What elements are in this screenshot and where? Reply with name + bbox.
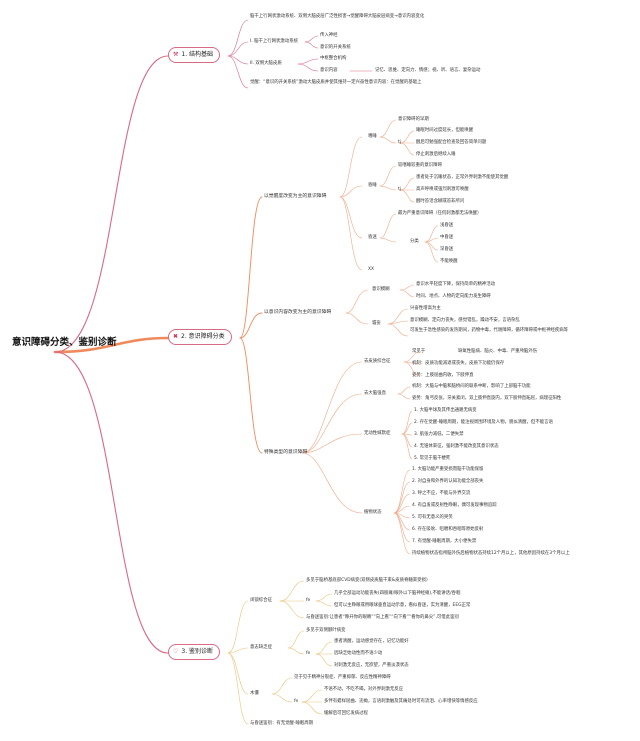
del-i1: 兴奋性增高为主	[410, 306, 441, 311]
cat-i2: 不语不动，不吃不喝，对外界刺激无反应	[324, 687, 404, 692]
trunk-to-s3	[54, 351, 169, 654]
decere-i2: 姿势：角弓反张，牙关紧闭，双上肢伸直旋内，双下肢伸直跖屈，病理征阳性	[412, 396, 562, 401]
veg-label: 植物状态	[364, 510, 382, 515]
root-title: 意识障碍分类、鉴别诊断	[12, 337, 117, 348]
s1-a-c2: 意识的开关系统	[320, 45, 351, 50]
dem-label: 意志缺乏症	[250, 645, 272, 650]
s1-b-c2: 意识内容	[320, 68, 338, 73]
drowsy-i2: 醒后可勉强配合检查及回答简单问题	[416, 140, 487, 145]
s1-a-c1: 传入神经	[320, 33, 338, 38]
stupor-i3: 醒时答话含糊或答非所问	[416, 199, 465, 204]
s2-g2-label: 以意识内容改变为主的意识障碍	[264, 310, 332, 315]
stupor-i2: 高声呼唤或强烈刺激可唤醒	[416, 187, 469, 192]
s1-note: 觉醒：“意识的开关系统”激动大脑皮质并使其维持一定兴奋性意识内容：在觉醒的基础上	[250, 80, 422, 85]
veg-i6: 6. 存在吸吮、咀嚼和吞咽等原始反射	[412, 527, 484, 532]
coma-desc: 最为严重意识障碍（任何刺激都无法唤醒）	[398, 211, 482, 216]
decort-i3: 姿势：上肢屈曲内收，下肢伸直	[412, 373, 474, 378]
coma-i4: 不能唤醒	[440, 259, 458, 264]
veg-i5: 5. 可有无意义的哭笑	[412, 515, 453, 520]
stupor-label: 昏睡	[368, 183, 377, 188]
dem-i2: 患者清醒，运动感觉存在，记忆功能好	[334, 639, 409, 644]
s1-b-label: II. 双侧大脑皮质	[250, 61, 282, 66]
decort-i2: 机制：皮质功能减退或丧失，皮质下功能仍保存	[412, 361, 505, 366]
decort-i1b: 缺氧性脑病、脑炎、中毒、严重颅脑外伤	[458, 349, 538, 354]
dem-mark: fe	[306, 651, 311, 656]
coma-i3: 深昏迷	[440, 247, 454, 252]
cat-i4: 缓解后可回忆发病过程	[324, 711, 368, 716]
decere-label: 去大脑强直	[364, 391, 386, 396]
coma-i1: 浅昏迷	[440, 223, 454, 228]
coma-cls: 分类	[410, 239, 419, 244]
section-classification[interactable]: ✖2. 意识障碍分类	[168, 329, 232, 345]
section-label: 2. 意识障碍分类	[181, 333, 225, 340]
cat-i5: 与昏迷鉴别：有无觉醒-睡眠周期	[250, 721, 314, 726]
veg-i1: 1. 大脑功能严重受损而脑干功能保留	[412, 467, 484, 472]
section-label: 1. 结构基础	[181, 51, 214, 58]
lock-i4: 与昏迷鉴别:让患者“睁开你的眼睛”“向上看”“向下看”“看你的鼻尖”,可借此鉴别	[306, 615, 459, 620]
cat-mark: fe	[294, 699, 299, 704]
stupor-mark: tj	[398, 187, 401, 192]
cat-i3: 多伴有蜡样屈曲、违拗，言语刺激触及其痛处时可有流泪、心率增快等情感反应	[324, 699, 478, 704]
drowsy-i3: 停止刺激后继续入睡	[416, 152, 456, 157]
akin-i4: 4. 无锥体束征，强刺激不能改变其意识状态	[414, 444, 499, 449]
decere-i1: 机制：大脑与中脑和脑桥间的联系中断，影响了上部脑干功能	[412, 384, 531, 389]
s1-b-c1: 中枢整合机构	[320, 56, 347, 61]
akin-i5: 5. 常见于脑干梗死	[414, 456, 451, 461]
drowsy-mark: tj	[398, 140, 401, 145]
decort-i1a: 常见于	[412, 349, 426, 354]
lock-mark: fe	[306, 598, 311, 603]
drowsy-i1: 睡眠时间过度延长，但能唤醒	[416, 128, 474, 133]
del-i3: 可发生于急性感染的发热期间，药物中毒，代谢障碍，循环障碍或中枢神经疾病等	[410, 328, 569, 333]
lock-i1: 多见于脑桥基底部CVD病变(双侧皮质脑干束&皮质脊髓束受损)	[306, 578, 428, 583]
s2-g3-label: 特殊类型的意识障碍	[264, 450, 308, 455]
s1-a-label: I. 脑干上行网状激动系统	[250, 39, 298, 44]
section-label: 3. 鉴别诊断	[181, 648, 214, 655]
trunk-to-s1	[54, 55, 169, 353]
del-i2: 意识模糊、定向力丧失，感觉错乱，躁动不安，言语杂乱	[410, 318, 520, 323]
decort-label: 去皮质综合征	[364, 359, 391, 364]
akin-i3: 3. 肌张力减低，二便失禁	[414, 432, 464, 437]
coma-label: 昏迷	[368, 235, 377, 240]
section-differential[interactable]: ♡3. 鉴别诊断	[168, 644, 221, 660]
lock-i2: 几乎全部运动功能丧失(四肢瘫/眼外以下脑神经瘫),不能讲话/吞咽	[334, 591, 461, 596]
conf-i1: 意识水平轻度下降，保持简单的精神活动	[416, 282, 496, 287]
veg-i8: 持续植物状态指颅脑外伤后植物状态持续12个月以上，其他原因持续在3个月以上	[412, 551, 570, 556]
stupor-i1: 患者处于沉睡状态，正常外界刺激不能使其觉醒	[416, 175, 509, 180]
dem-i3: 因缺乏始动性而不语少动	[334, 651, 383, 656]
del-label: 谵妄	[372, 321, 381, 326]
drowsy-desc: 意识障碍的早期	[398, 117, 429, 122]
conf-label: 意识模糊	[372, 287, 390, 292]
lock-label: 闭锁综合征	[250, 598, 272, 603]
cross-icon: ✖	[173, 333, 179, 340]
conf-i2: 时间、地点、人物的定向能力发生障碍	[416, 294, 491, 299]
heart-icon: ♡	[173, 648, 179, 655]
cat-label: 木僵	[250, 691, 259, 696]
coma-i2: 中昏迷	[440, 235, 454, 240]
akin-i2: 2. 存在觉醒-睡眠周期，能注视周围环境及人物，貌似清醒，但不能言语	[414, 420, 553, 425]
akin-label: 无动性缄默症	[364, 431, 391, 436]
section-structure-basis[interactable]: ⚒1. 结构基础	[168, 47, 221, 63]
s1-b-c2-detail: 记忆、思维、定向力、情感；视、听、语言、复杂运动	[375, 68, 481, 73]
cat-i1: 见于见于精神分裂症、严重抑郁、反应性精神障碍	[294, 675, 391, 680]
veg-i4: 4. 有自发或反射性睁眼，偶可发现事物追踪	[412, 503, 497, 508]
s1-intro: 脑干上行网状激动系统、双侧大脑皮层广泛性损害→觉醒障碍大脑皮层病变→意识内容变化	[250, 14, 425, 19]
veg-i3: 3. 呼之不应，不能与外界交流	[412, 491, 471, 496]
stupor-desc: 较嗜睡较重的意识障碍	[398, 163, 442, 168]
veg-i7: 7. 有觉醒-睡眠周期，大小便失禁	[412, 539, 477, 544]
tools-icon: ⚒	[173, 51, 179, 58]
dem-i1: 多见于双侧额叶病变	[306, 628, 346, 633]
s2-g1-label: 以觉醒度改变为主的意识障碍	[264, 194, 327, 199]
drowsy-label: 嗜睡	[368, 134, 377, 139]
trunk-to-s2	[53, 336, 170, 354]
dem-i4: 对刺激无反应，无欲望，严重淡漠状态	[334, 663, 409, 668]
akin-i1: 1. 大脑半球及其传出通路无病变	[414, 408, 477, 413]
lock-i3: 但可以主睁眼或用眼球垂直运动示意，看似昏迷，实为清醒，EEG正常	[334, 603, 471, 608]
veg-i2: 2. 对自身和外界的认知功能全部丧失	[412, 479, 484, 484]
g1-extra: XX	[368, 267, 375, 272]
